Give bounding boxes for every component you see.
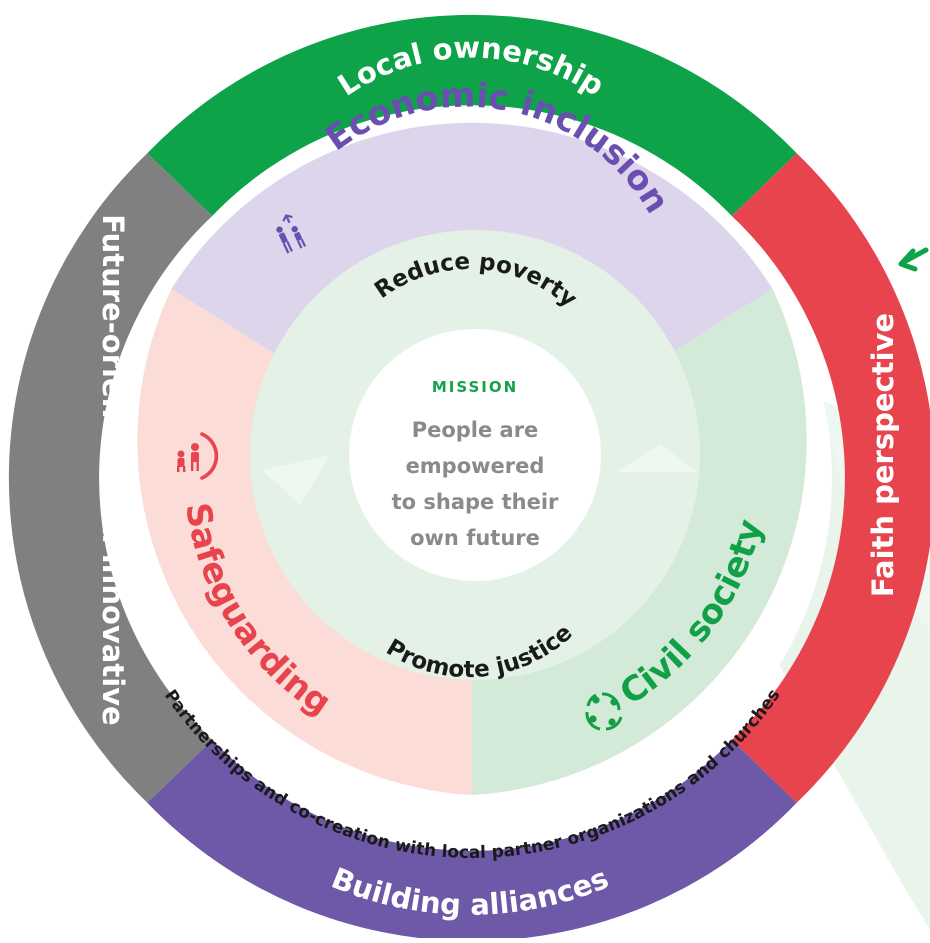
mission-line: People are [412,418,539,442]
inner-ring-highlight [616,444,697,472]
inner-ring-highlight [262,455,330,505]
people-growth-icon [276,214,307,254]
mission-line: empowered [406,454,545,478]
outer-ring-top-segment [147,14,797,217]
mission-line: to shape their [392,490,559,514]
community-circle-icon [585,692,623,731]
mission-title: MISSION [432,378,518,396]
outer-ring-left-segment [8,153,213,803]
outer-ring-right-segment [731,153,930,803]
arrow-icon [898,247,929,272]
protected-people-icon [177,432,219,480]
outer-ring-bottom-segment [147,740,797,942]
outer-ring-right-label: Faith perspective [866,313,900,597]
mission-line: own future [410,526,540,550]
outer-ring-left-label: Future-oriented and innovative [96,214,130,725]
mission-circle [349,329,601,581]
